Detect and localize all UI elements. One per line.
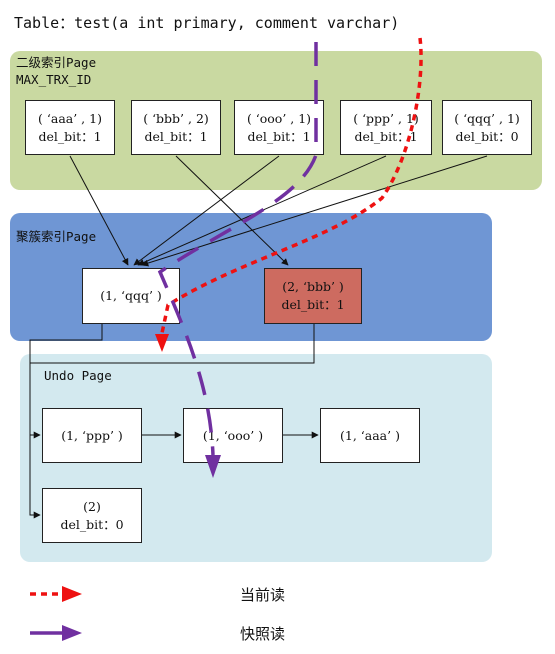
secondary-entry-del-bit: del_bit：1 bbox=[247, 128, 311, 144]
undo-record-ooo: (1, ‘ooo’ ) bbox=[183, 408, 283, 463]
secondary-index-label: 二级索引Page bbox=[16, 55, 97, 70]
secondary-entry-key: ( ‘ppp’ , 1) bbox=[353, 110, 419, 126]
legend-snapshot-read-label: 快照读 bbox=[240, 625, 286, 643]
legend-snapshot-read-arrowhead bbox=[62, 625, 82, 641]
secondary-entry-key: ( ‘aaa’ , 1) bbox=[38, 110, 102, 126]
table-schema-title: Table：test(a int primary, comment varcha… bbox=[14, 14, 400, 32]
pointer-line bbox=[175, 155, 289, 266]
clustered-record-1-qqq: (1, ‘qqq’ ) bbox=[82, 268, 180, 324]
max-trx-id-label: MAX_TRX_ID bbox=[16, 72, 92, 87]
secondary-entry-del-bit: del_bit：1 bbox=[354, 128, 418, 144]
snapshot-read-arrowhead bbox=[205, 455, 221, 478]
undo-record-2-del: (2) del_bit：0 bbox=[42, 488, 142, 543]
pointer-line bbox=[69, 155, 129, 266]
secondary-entry-key: ( ‘bbb’ , 2) bbox=[143, 110, 209, 126]
secondary-entry-del-bit: del_bit：0 bbox=[455, 128, 519, 144]
secondary-entry-aaa: ( ‘aaa’ , 1) del_bit：1 bbox=[25, 100, 115, 155]
secondary-entry-del-bit: del_bit：1 bbox=[38, 128, 102, 144]
current-read-path bbox=[160, 37, 423, 334]
secondary-entry-bbb: ( ‘bbb’ , 2) del_bit：1 bbox=[131, 100, 221, 155]
snapshot-read-path bbox=[157, 42, 318, 456]
secondary-entry-qqq: ( ‘qqq’ , 1) del_bit：0 bbox=[442, 100, 532, 155]
pointer-line bbox=[133, 155, 280, 266]
clustered-record-key: (2, ‘bbb’ ) bbox=[282, 279, 344, 294]
undo-pointer-line bbox=[29, 324, 103, 439]
current-read-arrowhead bbox=[155, 334, 169, 352]
pointer-line bbox=[141, 155, 488, 267]
clustered-index-label: 聚簇索引Page bbox=[16, 229, 97, 244]
undo-record-key: (1, ‘ooo’ ) bbox=[202, 427, 264, 443]
clustered-record-2-bbb: (2, ‘bbb’ ) del_bit：1 bbox=[264, 268, 362, 324]
secondary-entry-key: ( ‘ooo’ , 1) bbox=[246, 110, 312, 126]
undo-record-key: (2) bbox=[83, 498, 101, 514]
undo-record-del-bit: del_bit：0 bbox=[60, 516, 124, 532]
secondary-entry-key: ( ‘qqq’ , 1) bbox=[454, 110, 520, 126]
undo-record-key: (1, ‘aaa’ ) bbox=[340, 427, 400, 443]
undo-record-ppp: (1, ‘ppp’ ) bbox=[42, 408, 142, 463]
undo-record-aaa: (1, ‘aaa’ ) bbox=[320, 408, 420, 463]
clustered-record-key: (1, ‘qqq’ ) bbox=[100, 288, 162, 303]
legend-current-read-label: 当前读 bbox=[240, 586, 286, 604]
undo-pointer-line bbox=[29, 324, 315, 519]
secondary-entry-del-bit: del_bit：1 bbox=[144, 128, 208, 144]
undo-record-key: (1, ‘ppp’ ) bbox=[61, 427, 123, 443]
secondary-entry-ooo: ( ‘ooo’ , 1) del_bit：1 bbox=[234, 100, 324, 155]
legend-current-read-arrowhead bbox=[62, 586, 82, 602]
clustered-record-del-bit: del_bit：1 bbox=[281, 297, 345, 312]
undo-page-label: Undo Page bbox=[44, 368, 112, 383]
